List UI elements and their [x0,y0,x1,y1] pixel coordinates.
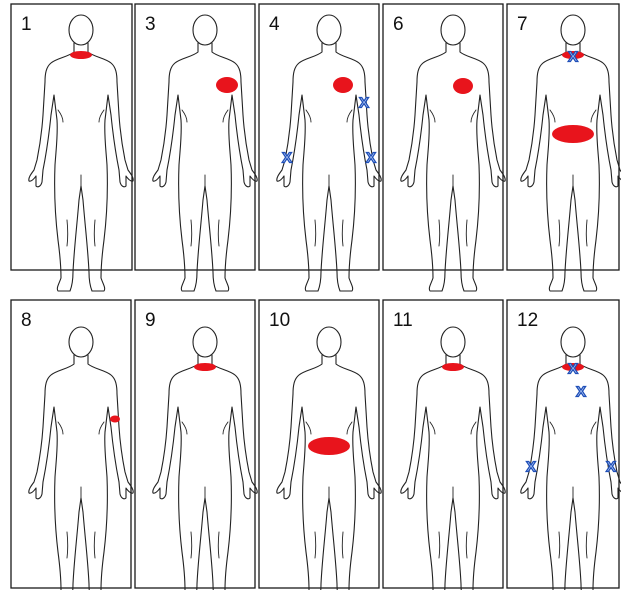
panel-frame [259,4,379,270]
human-body-front-outline [153,15,257,291]
pain-region-neck [70,51,92,59]
x-mark-left-wrist: X [606,459,616,476]
x-mark-neck: X [568,49,578,66]
panel-11: 11 [383,300,505,590]
panel-3: 3 [135,4,257,291]
panel-number: 12 [517,310,538,331]
x-mark-label: X [282,150,292,167]
panel-4: 4X X X [259,4,381,291]
pain-region-left-chest [333,77,353,93]
panel-10: 10 [259,300,381,590]
x-mark-label: X [568,49,578,66]
x-mark-label: X [366,150,376,167]
panel-number: 10 [269,310,290,331]
pain-region-left-forearm [110,416,120,423]
panel-1: 1 [11,4,133,291]
panel-number: 8 [21,310,32,331]
panel-number: 9 [145,310,156,331]
x-mark-right-wrist: X [526,459,536,476]
panel-7: 7X [507,4,621,291]
x-mark-left-upper-arm: X [359,95,369,112]
panel-number: 6 [393,14,404,35]
panel-number: 7 [517,14,528,35]
panel-8: 8 [11,300,133,590]
x-mark-neck: X [568,361,578,378]
panel-number: 3 [145,14,156,35]
x-mark-left-wrist: X [366,150,376,167]
pain-region-neck [442,363,464,371]
human-body-front-outline: X [521,15,621,291]
x-mark-left-upper-chest: X [576,384,586,401]
panel-number: 1 [21,14,32,35]
human-body-front-outline [401,327,505,590]
panel-number: 11 [393,310,413,331]
human-body-front-outline: X X X [277,15,381,291]
x-mark-label: X [526,459,536,476]
human-body-front-outline [277,327,381,590]
human-body-front-outline [29,15,133,291]
human-body-front-outline [29,327,133,590]
panel-frame [507,300,619,588]
pain-region-neck [194,363,216,371]
human-body-front-outline [401,15,505,291]
x-mark-label: X [576,384,586,401]
panel-9: 9 [135,300,257,590]
pain-region-left-chest [453,78,473,94]
panel-6: 6 [383,4,505,291]
x-mark-label: X [606,459,616,476]
x-mark-label: X [568,361,578,378]
x-mark-right-wrist: X [282,150,292,167]
panel-frame [135,4,255,270]
human-body-front-outline [153,327,257,590]
panel-frame [383,4,503,270]
pain-region-left-chest [216,77,238,93]
pain-region-lower-abdomen [552,125,594,143]
panel-number: 4 [269,14,280,35]
x-mark-label: X [359,95,369,112]
pain-region-lower-abdomen [308,437,350,455]
